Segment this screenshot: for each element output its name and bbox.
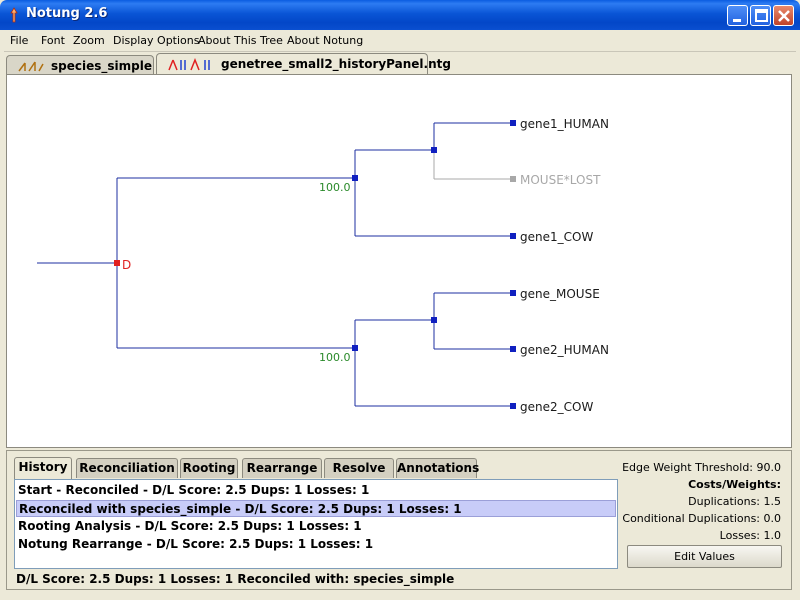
- leaf-label[interactable]: gene2_COW: [520, 400, 593, 414]
- tree-canvas[interactable]: D 100.0 100.0 gene1_HUMAN MOUSE*LOST gen…: [6, 74, 792, 448]
- losses-cost: Losses: 1.0: [719, 529, 781, 542]
- status-bar: D/L Score: 2.5 Dups: 1 Losses: 1 Reconci…: [16, 572, 455, 586]
- tab-rooting[interactable]: Rooting: [180, 458, 238, 478]
- leaf-node[interactable]: [510, 346, 516, 352]
- duplication-node[interactable]: [114, 260, 120, 266]
- tab-label: genetree_small2_historyPanel.ntg: [221, 57, 451, 71]
- gene-tree-icon: [168, 58, 210, 71]
- leaf-node[interactable]: [510, 290, 516, 296]
- tab-annotations[interactable]: Annotations: [396, 458, 479, 478]
- history-item[interactable]: Start - Reconciled - D/L Score: 2.5 Dups…: [18, 483, 370, 497]
- internal-node[interactable]: [431, 317, 437, 323]
- support-value: 100.0: [319, 351, 351, 364]
- duplications-cost: Duplications: 1.5: [688, 495, 781, 508]
- tab-reconciliation[interactable]: Reconciliation: [76, 458, 178, 478]
- window-title: Notung 2.6: [26, 6, 108, 21]
- leaf-label[interactable]: gene1_COW: [520, 230, 593, 244]
- conditional-duplications-cost: Conditional Duplications: 0.0: [622, 512, 781, 525]
- tab-history[interactable]: History: [14, 457, 72, 479]
- leaf-label[interactable]: gene1_HUMAN: [520, 117, 609, 131]
- internal-node[interactable]: [431, 147, 437, 153]
- minimize-button[interactable]: [727, 5, 748, 26]
- internal-node[interactable]: [352, 345, 358, 351]
- support-value: 100.0: [319, 181, 351, 194]
- menu-file[interactable]: File: [10, 34, 29, 47]
- edit-values-button[interactable]: Edit Values: [627, 545, 782, 568]
- menu-bar: File Font Zoom Display Options About Thi…: [4, 30, 796, 52]
- leaf-node[interactable]: [510, 403, 516, 409]
- menu-zoom[interactable]: Zoom: [73, 34, 105, 47]
- tab-genetree[interactable]: genetree_small2_historyPanel.ntg: [156, 53, 451, 75]
- edge-weight-threshold: Edge Weight Threshold: 90.0: [622, 461, 781, 474]
- maximize-button[interactable]: [750, 5, 771, 26]
- duplication-label: D: [122, 258, 131, 272]
- menu-display-options[interactable]: Display Options: [113, 34, 200, 47]
- history-item[interactable]: Rooting Analysis - D/L Score: 2.5 Dups: …: [18, 519, 362, 533]
- leaf-label[interactable]: gene2_HUMAN: [520, 343, 609, 357]
- history-item-selected[interactable]: Reconciled with species_simple - D/L Sco…: [16, 500, 616, 517]
- title-bar: Notung 2.6: [0, 0, 800, 30]
- menu-font[interactable]: Font: [41, 34, 65, 47]
- app-icon: [10, 7, 18, 23]
- species-tree-icon: [18, 61, 44, 72]
- leaf-node[interactable]: [510, 120, 516, 126]
- tab-resolve[interactable]: Resolve: [324, 458, 394, 478]
- maximize-icon: [755, 9, 768, 22]
- history-panel: History Reconciliation Rooting Rearrange…: [6, 450, 792, 590]
- close-icon: [778, 10, 790, 22]
- tab-label: species_simple: [51, 59, 152, 73]
- close-button[interactable]: [773, 5, 794, 26]
- history-item[interactable]: Notung Rearrange - D/L Score: 2.5 Dups: …: [18, 537, 374, 551]
- tab-rearrange[interactable]: Rearrange: [242, 458, 322, 478]
- costs-title: Costs/Weights:: [688, 478, 781, 491]
- tab-species-simple[interactable]: species_simple: [6, 55, 154, 75]
- history-list[interactable]: Start - Reconciled - D/L Score: 2.5 Dups…: [14, 479, 618, 569]
- leaf-node[interactable]: [510, 233, 516, 239]
- lost-leaf-node[interactable]: [510, 176, 516, 182]
- gene-tree[interactable]: D 100.0 100.0 gene1_HUMAN MOUSE*LOST gen…: [7, 75, 793, 449]
- menu-about-this-tree[interactable]: About This Tree: [198, 34, 283, 47]
- minimize-icon: [733, 19, 741, 22]
- menu-about-notung[interactable]: About Notung: [287, 34, 364, 47]
- lost-leaf-label[interactable]: MOUSE*LOST: [520, 173, 601, 187]
- leaf-label[interactable]: gene_MOUSE: [520, 287, 600, 301]
- internal-node[interactable]: [352, 175, 358, 181]
- document-tabs: species_simple genetree_small2_historyPa…: [4, 53, 796, 75]
